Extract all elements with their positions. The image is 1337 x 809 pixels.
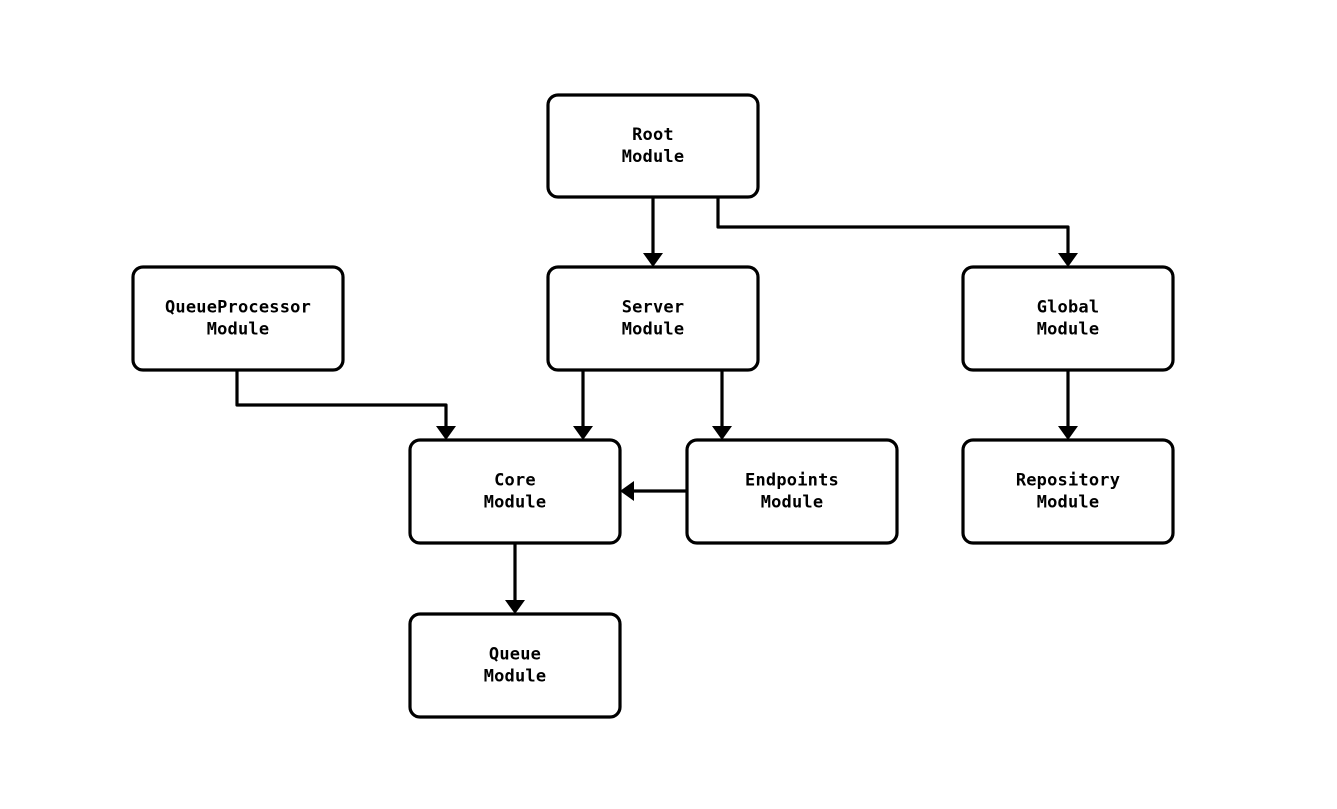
edge-server-to-core: Server Module to Core Module bbox=[573, 370, 593, 440]
edge-root-to-server: Root Module to Server Module bbox=[643, 197, 663, 267]
node-label-queueprocessor: QueueProcessor bbox=[165, 298, 311, 318]
node-label-repository: Repository bbox=[1016, 471, 1120, 491]
nodes-layer: RootModuleQueueProcessorModuleServerModu… bbox=[131, 93, 1175, 719]
arrowhead-icon-endpoints-to-core bbox=[620, 481, 634, 501]
node-label-root: Root bbox=[632, 125, 674, 145]
edge-global-to-repository: Global Module to Repository Module bbox=[1058, 370, 1078, 440]
node-sublabel-server: Module bbox=[622, 320, 685, 340]
arrowhead-icon-server-to-endpoints bbox=[712, 426, 732, 440]
edges-layer: Root Module to Server Module Root Module … bbox=[235, 197, 1078, 614]
arrowhead-icon-core-to-queue bbox=[505, 600, 525, 614]
node-label-queue: Queue bbox=[489, 645, 541, 665]
node-box-queue[interactable] bbox=[408, 612, 622, 719]
arrowhead-icon-queueprocessor-to-core bbox=[436, 426, 456, 440]
node-label-server: Server bbox=[622, 298, 685, 318]
node-sublabel-global: Module bbox=[1037, 320, 1100, 340]
node-box-queueprocessor[interactable] bbox=[131, 265, 345, 372]
arrowhead-icon-root-to-server bbox=[643, 253, 663, 267]
edge-line-queueprocessor-to-core bbox=[235, 370, 448, 426]
arrowhead-icon-root-to-global bbox=[1058, 253, 1078, 267]
node-box-core[interactable] bbox=[408, 438, 622, 545]
node-label-core: Core bbox=[494, 471, 536, 491]
node-sublabel-endpoints: Module bbox=[761, 493, 824, 513]
node-box-server[interactable] bbox=[546, 265, 760, 372]
node-sublabel-core: Module bbox=[484, 493, 547, 513]
node-sublabel-queueprocessor: Module bbox=[207, 320, 270, 340]
edge-root-to-global: Root Module to Global Module bbox=[716, 197, 1078, 267]
node-box-root[interactable] bbox=[546, 93, 760, 199]
edge-line-root-to-global bbox=[716, 197, 1070, 253]
edge-server-to-endpoints: Server Module to Endpoints Module bbox=[712, 370, 732, 440]
edge-endpoints-to-core: Endpoints Module to Core Module bbox=[620, 481, 687, 501]
node-label-endpoints: Endpoints bbox=[745, 471, 839, 491]
node-label-global: Global bbox=[1037, 298, 1100, 318]
edge-core-to-queue: Core Module to Queue Module bbox=[505, 543, 525, 614]
node-box-repository[interactable] bbox=[961, 438, 1175, 545]
node-sublabel-root: Module bbox=[622, 147, 685, 167]
node-sublabel-queue: Module bbox=[484, 667, 547, 687]
node-box-endpoints[interactable] bbox=[685, 438, 899, 545]
node-sublabel-repository: Module bbox=[1037, 493, 1100, 513]
arrowhead-icon-global-to-repository bbox=[1058, 426, 1078, 440]
edge-queueprocessor-to-core: QueueProcessor Module to Core Module bbox=[235, 370, 456, 440]
node-box-global[interactable] bbox=[961, 265, 1175, 372]
arrowhead-icon-server-to-core bbox=[573, 426, 593, 440]
